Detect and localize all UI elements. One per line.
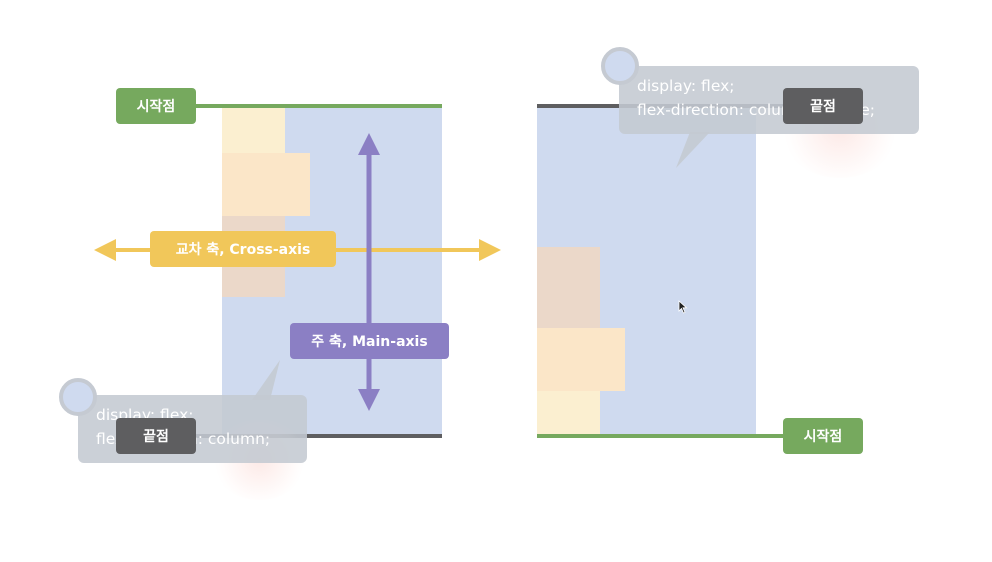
right-callout-pointer bbox=[676, 132, 710, 168]
left-callout-pointer bbox=[252, 360, 280, 400]
main-axis-label: 주 축, Main-axis bbox=[290, 323, 449, 359]
cross-axis-label: 교차 축, Cross-axis bbox=[150, 231, 336, 267]
right-end-label: 끝점 bbox=[783, 88, 863, 124]
right-flex-item-2 bbox=[537, 328, 625, 391]
callout-bubble-icon bbox=[59, 378, 97, 416]
left-start-line bbox=[160, 104, 442, 108]
arrow-vertical-icon bbox=[358, 133, 380, 411]
left-flex-item-2 bbox=[222, 153, 310, 216]
right-flex-item-1 bbox=[537, 390, 600, 434]
right-flex-item-3 bbox=[537, 247, 600, 328]
right-code-snippet: display: flex;flex-direction: column-rev… bbox=[619, 66, 919, 134]
right-start-label: 시작점 bbox=[783, 418, 863, 454]
right-code-line-1: display: flex; bbox=[637, 77, 735, 95]
left-end-label: 끝점 bbox=[116, 418, 196, 454]
left-flex-item-1 bbox=[222, 108, 285, 153]
callout-bubble-icon bbox=[601, 47, 639, 85]
right-start-line bbox=[537, 434, 807, 438]
mouse-cursor-icon bbox=[678, 300, 688, 314]
left-start-label: 시작점 bbox=[116, 88, 196, 124]
